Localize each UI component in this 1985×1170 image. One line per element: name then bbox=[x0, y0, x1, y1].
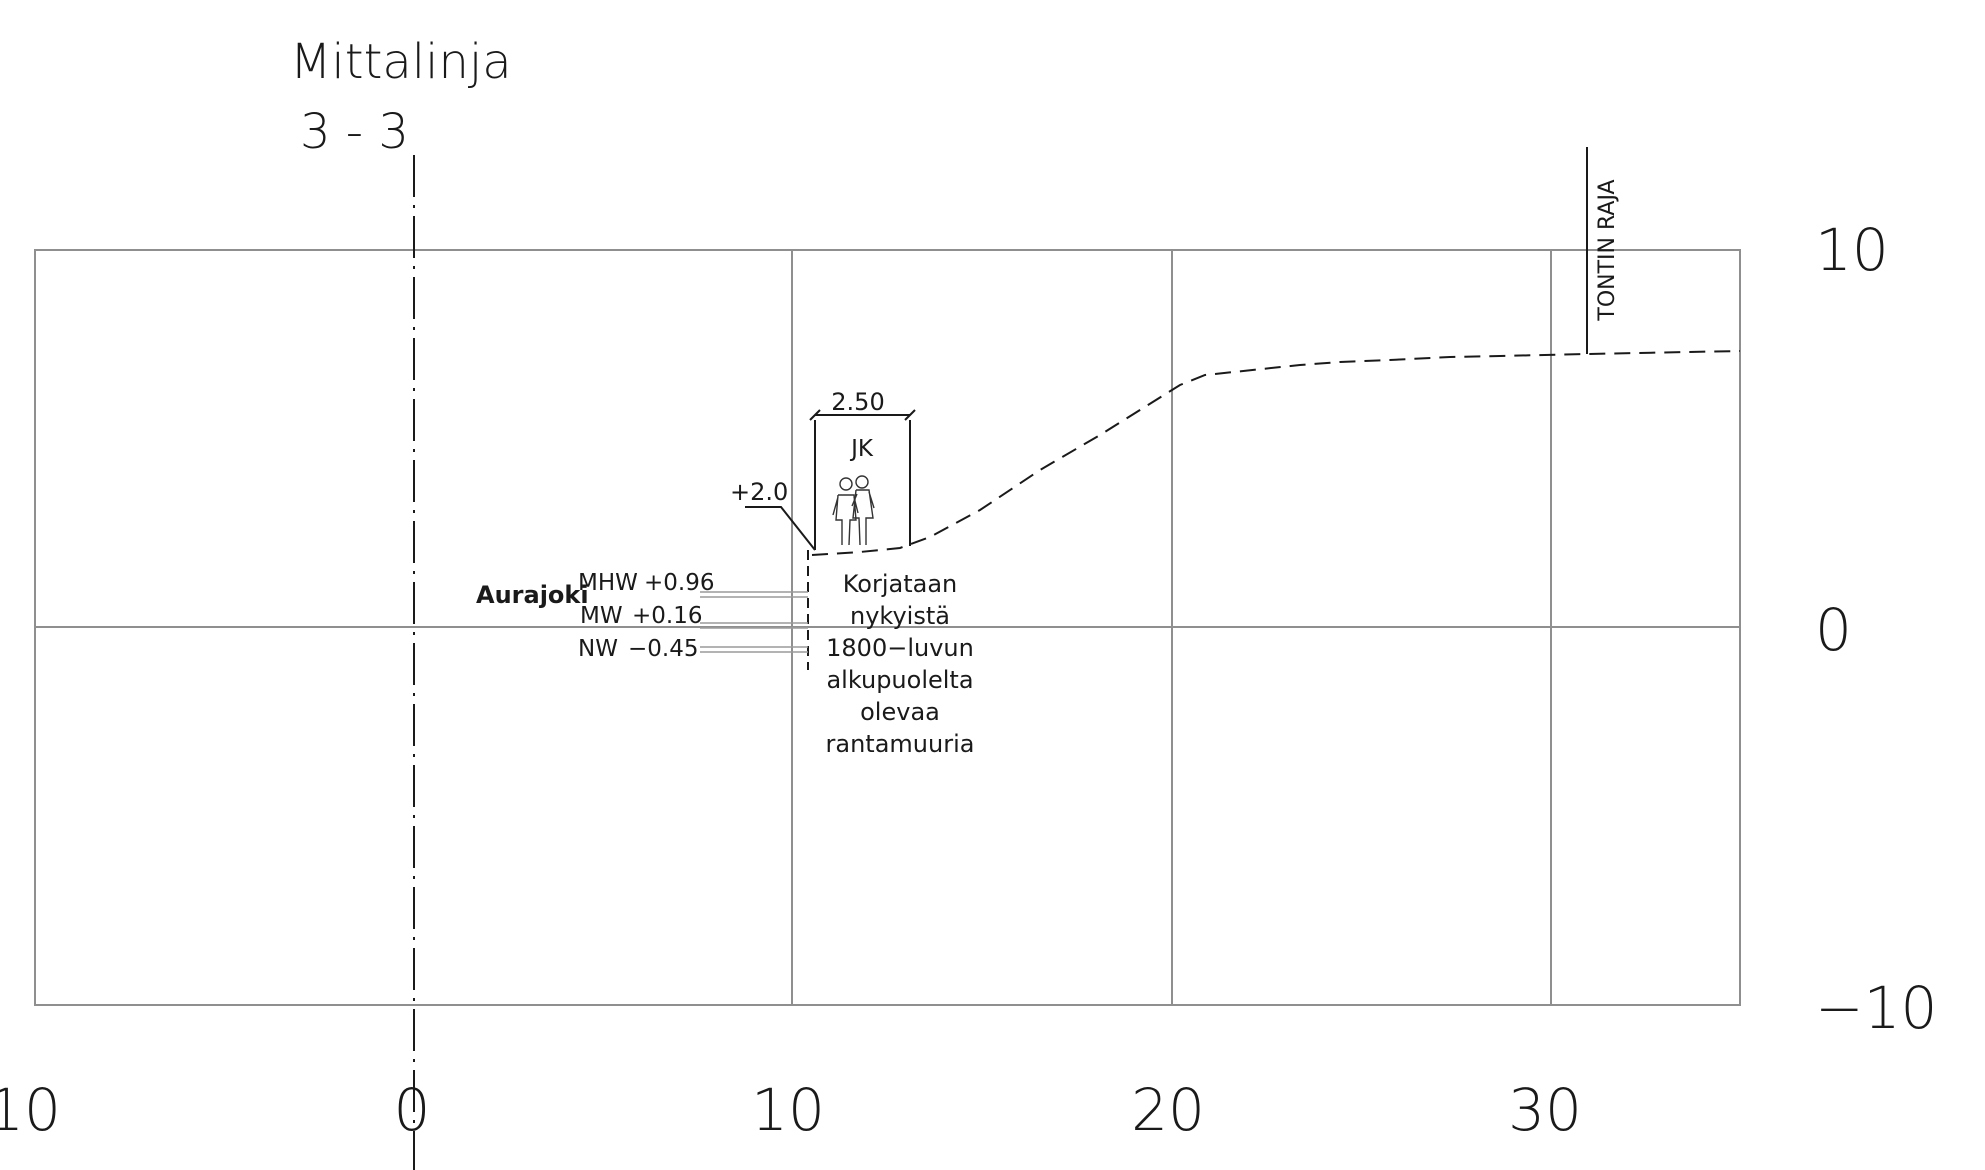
water-level-label: MW bbox=[580, 603, 623, 629]
y-tick-label: −10 bbox=[1815, 974, 1937, 1042]
water-level-value: −0.45 bbox=[628, 636, 698, 662]
wall-repair-note: Korjataan nykyistä 1800−luvun alkupuolel… bbox=[826, 570, 975, 758]
water-level-label: MHW bbox=[578, 570, 638, 596]
walkway-level-leader bbox=[745, 506, 816, 551]
water-level-value: +0.96 bbox=[644, 570, 714, 596]
x-tick-label: 0 bbox=[394, 1076, 431, 1144]
water-levels: MHW +0.96 MW +0.16 NW −0.45 bbox=[578, 570, 714, 662]
property-boundary-label: TONTIN RAJA bbox=[1595, 179, 1620, 321]
x-tick-label: 10 bbox=[0, 1076, 61, 1144]
water-level-label: NW bbox=[578, 636, 618, 662]
x-tick-label: 30 bbox=[1508, 1076, 1582, 1144]
note-line: Korjataan bbox=[843, 570, 958, 598]
note-line: olevaa bbox=[860, 698, 940, 726]
dimension-tick bbox=[904, 409, 916, 421]
note-line: rantamuuria bbox=[826, 730, 975, 758]
river-name: Aurajoki bbox=[476, 581, 589, 609]
note-line: alkupuolelta bbox=[826, 666, 973, 694]
section-title-line1: Mittalinja bbox=[290, 34, 512, 90]
pedestrians-icon bbox=[832, 475, 875, 546]
walkway-width-label: 2.50 bbox=[831, 388, 884, 416]
grid bbox=[34, 249, 1741, 1006]
dimension-tick bbox=[809, 409, 821, 421]
x-tick-label: 10 bbox=[751, 1076, 825, 1144]
property-boundary: TONTIN RAJA bbox=[1586, 147, 1620, 354]
water-level-value: +0.16 bbox=[632, 603, 702, 629]
y-tick-label: 10 bbox=[1815, 216, 1889, 284]
note-line: nykyistä bbox=[850, 602, 950, 630]
x-tick-label: 20 bbox=[1131, 1076, 1205, 1144]
section-title-line2: 3 - 3 bbox=[300, 104, 409, 160]
x-axis: 10 0 10 20 30 bbox=[0, 1076, 1582, 1144]
walkway-section: 2.50 JK +2.0 bbox=[730, 388, 916, 551]
terrain-line bbox=[811, 350, 1741, 556]
y-tick-label: 0 bbox=[1815, 596, 1852, 664]
note-line: 1800−luvun bbox=[826, 634, 974, 662]
y-axis: 10 0 −10 bbox=[1815, 216, 1937, 1042]
walkway-label: JK bbox=[849, 436, 874, 462]
walkway-level-label: +2.0 bbox=[730, 478, 788, 506]
water-level-lines bbox=[700, 591, 808, 653]
